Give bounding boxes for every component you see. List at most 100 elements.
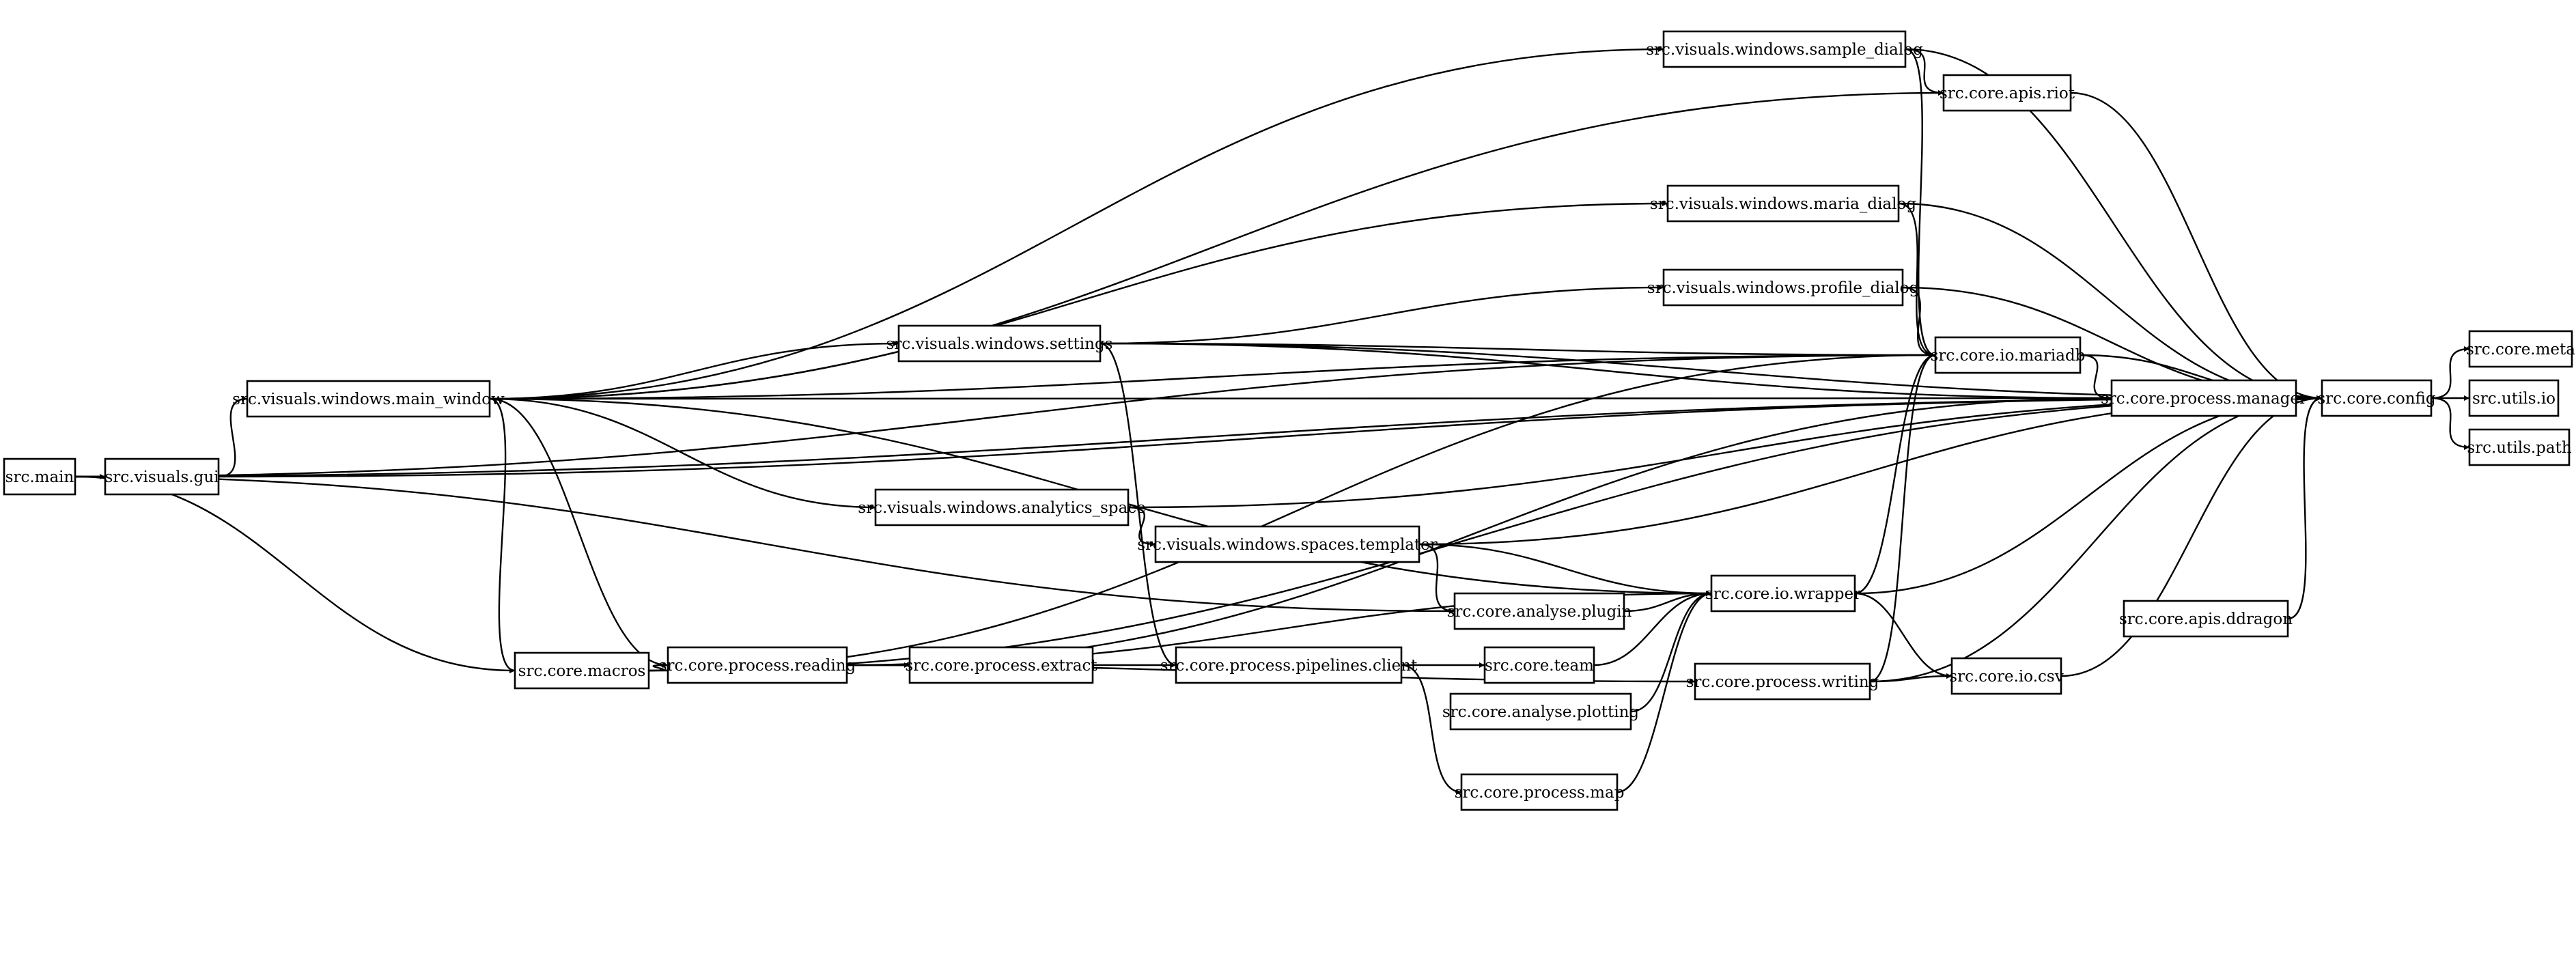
node-meta: src.core.meta: [2466, 330, 2575, 368]
edge-sample_dialog-to-config: [1905, 48, 2323, 401]
edge-line: [1100, 342, 1177, 668]
node-ddragon: src.core.apis.ddragon: [2119, 600, 2293, 638]
node-box: [1662, 268, 1904, 307]
edge-config-to-meta: [2431, 346, 2470, 399]
edge-main-to-plugin: [74, 475, 1455, 614]
node-label: src.core.config: [2317, 390, 2436, 408]
node-main-window: src.visuals.windows.main_window: [232, 380, 505, 418]
edge-line: [1418, 543, 1455, 614]
node-box: [2468, 428, 2571, 466]
node-box: [1460, 773, 1619, 811]
node-label: src.utils.io: [2472, 390, 2556, 408]
edge-main_window-to-macros: [489, 397, 516, 673]
node-box: [1449, 692, 1632, 731]
edge-line: [1623, 591, 1712, 613]
edge-line: [489, 352, 1936, 400]
edge-settings-to-manager: [1100, 342, 2112, 401]
edge-plotting-to-wrapper: [1630, 591, 1712, 713]
edge-sample_dialog-to-mariadb: [1905, 48, 1936, 358]
node-box: [3, 458, 76, 496]
edge-config-to-utils_path: [2431, 397, 2470, 450]
edge-line: [648, 352, 1936, 672]
node-label: src.core.io.mariadb: [1931, 347, 2086, 365]
edge-line: [2070, 92, 2323, 401]
node-utils-io: src.utils.io: [2468, 379, 2560, 417]
node-label: src.core.apis.riot: [1940, 85, 2075, 102]
node-riot: src.core.apis.riot: [1940, 74, 2075, 112]
node-label: src.main: [5, 468, 74, 486]
edge-main-to-mariadb: [74, 352, 1936, 478]
edge-main_window-to-mariadb: [489, 352, 1936, 400]
node-map: src.core.process.map: [1455, 773, 1625, 811]
node-utils-path: src.utils.path: [2467, 428, 2572, 466]
node-extract: src.core.process.extract: [905, 646, 1097, 684]
edge-line: [218, 396, 248, 478]
node-box: [897, 324, 1102, 363]
edge-templater-to-plugin: [1418, 543, 1455, 614]
node-box: [1175, 646, 1403, 684]
edge-line: [1418, 543, 1712, 596]
node-box: [908, 646, 1094, 684]
node-box: [1694, 662, 1871, 701]
edge-wrapper-to-mariadb: [1854, 352, 1936, 595]
edge-main-to-macros: [74, 475, 516, 673]
edge-line: [1854, 352, 1936, 595]
edge-line: [74, 475, 516, 673]
edge-line: [1869, 352, 1936, 683]
edge-maria_dialog-to-mariadb: [1898, 202, 1936, 358]
edge-analytics_space-to-templater: [1128, 506, 1156, 547]
node-gui: src.visuals.gui: [104, 458, 220, 496]
edge-ddragon-to-config: [2287, 395, 2323, 620]
edge-line: [1128, 506, 1156, 547]
node-label: src.core.meta: [2466, 341, 2575, 358]
node-sample-dialog: src.visuals.windows.sample_dialog: [1646, 30, 1923, 68]
node-label: src.core.process.extract: [905, 657, 1097, 675]
node-label: src.core.process.reading: [659, 657, 856, 675]
edge-analytics_space-to-config: [1128, 395, 2323, 509]
node-settings: src.visuals.windows.settings: [886, 324, 1112, 363]
edge-line: [489, 201, 1668, 400]
node-label: src.core.analyse.plugin: [1447, 603, 1632, 621]
node-reading: src.core.process.reading: [659, 646, 856, 684]
node-maria-dialog: src.visuals.windows.maria_dialog: [1650, 184, 1916, 223]
edge-line: [489, 341, 899, 400]
edge-line: [489, 46, 1664, 400]
node-box: [1950, 657, 2062, 695]
edge-line: [1593, 591, 1712, 666]
node-team: src.core.team: [1483, 646, 1595, 684]
node-label: src.core.process.manager: [2101, 390, 2307, 408]
node-label: src.core.macros: [518, 662, 646, 680]
edge-line: [1630, 591, 1712, 713]
edge-profile_dialog-to-mariadb: [1902, 286, 1936, 358]
node-box: [2468, 379, 2560, 417]
nodes-layer: src.main src.visuals.gui src.visuals.windo…: [3, 30, 2575, 811]
node-manager: src.core.process.manager: [2101, 379, 2307, 417]
edge-line: [489, 395, 2323, 402]
node-box: [874, 488, 1130, 526]
edge-line: [1100, 342, 1936, 358]
node-box: [667, 646, 848, 684]
edge-gui-to-main_window: [218, 396, 248, 478]
edge-settings-to-pipelines_client: [1100, 342, 1177, 668]
edge-line: [74, 475, 1455, 614]
edge-wrapper-to-csv: [1854, 592, 1952, 679]
node-box: [514, 651, 650, 690]
node-mariadb: src.core.io.mariadb: [1931, 336, 2086, 374]
node-label: src.core.apis.ddragon: [2119, 610, 2293, 628]
edge-writing-to-mariadb: [1869, 352, 1936, 683]
node-box: [1934, 336, 2082, 374]
node-templater: src.visuals.windows.spaces.templater: [1137, 525, 1438, 563]
edge-pipelines_client-to-map: [1401, 664, 1462, 795]
edge-main_window-to-analytics_space: [489, 397, 876, 510]
edge-settings-to-mariadb: [1100, 342, 1936, 358]
edge-writing-to-config: [1869, 395, 2323, 683]
edge-gui-to-config: [218, 395, 2323, 478]
edge-line: [1100, 285, 1664, 345]
node-label: src.core.process.map: [1455, 784, 1625, 802]
edge-line: [1905, 48, 2323, 401]
node-writing: src.core.process.writing: [1686, 662, 1879, 701]
edge-riot-to-config: [2070, 92, 2323, 401]
node-label: src.core.io.csv: [1949, 668, 2063, 686]
edge-line: [1401, 664, 1462, 795]
node-label: src.visuals.windows.analytics_space: [858, 499, 1145, 517]
